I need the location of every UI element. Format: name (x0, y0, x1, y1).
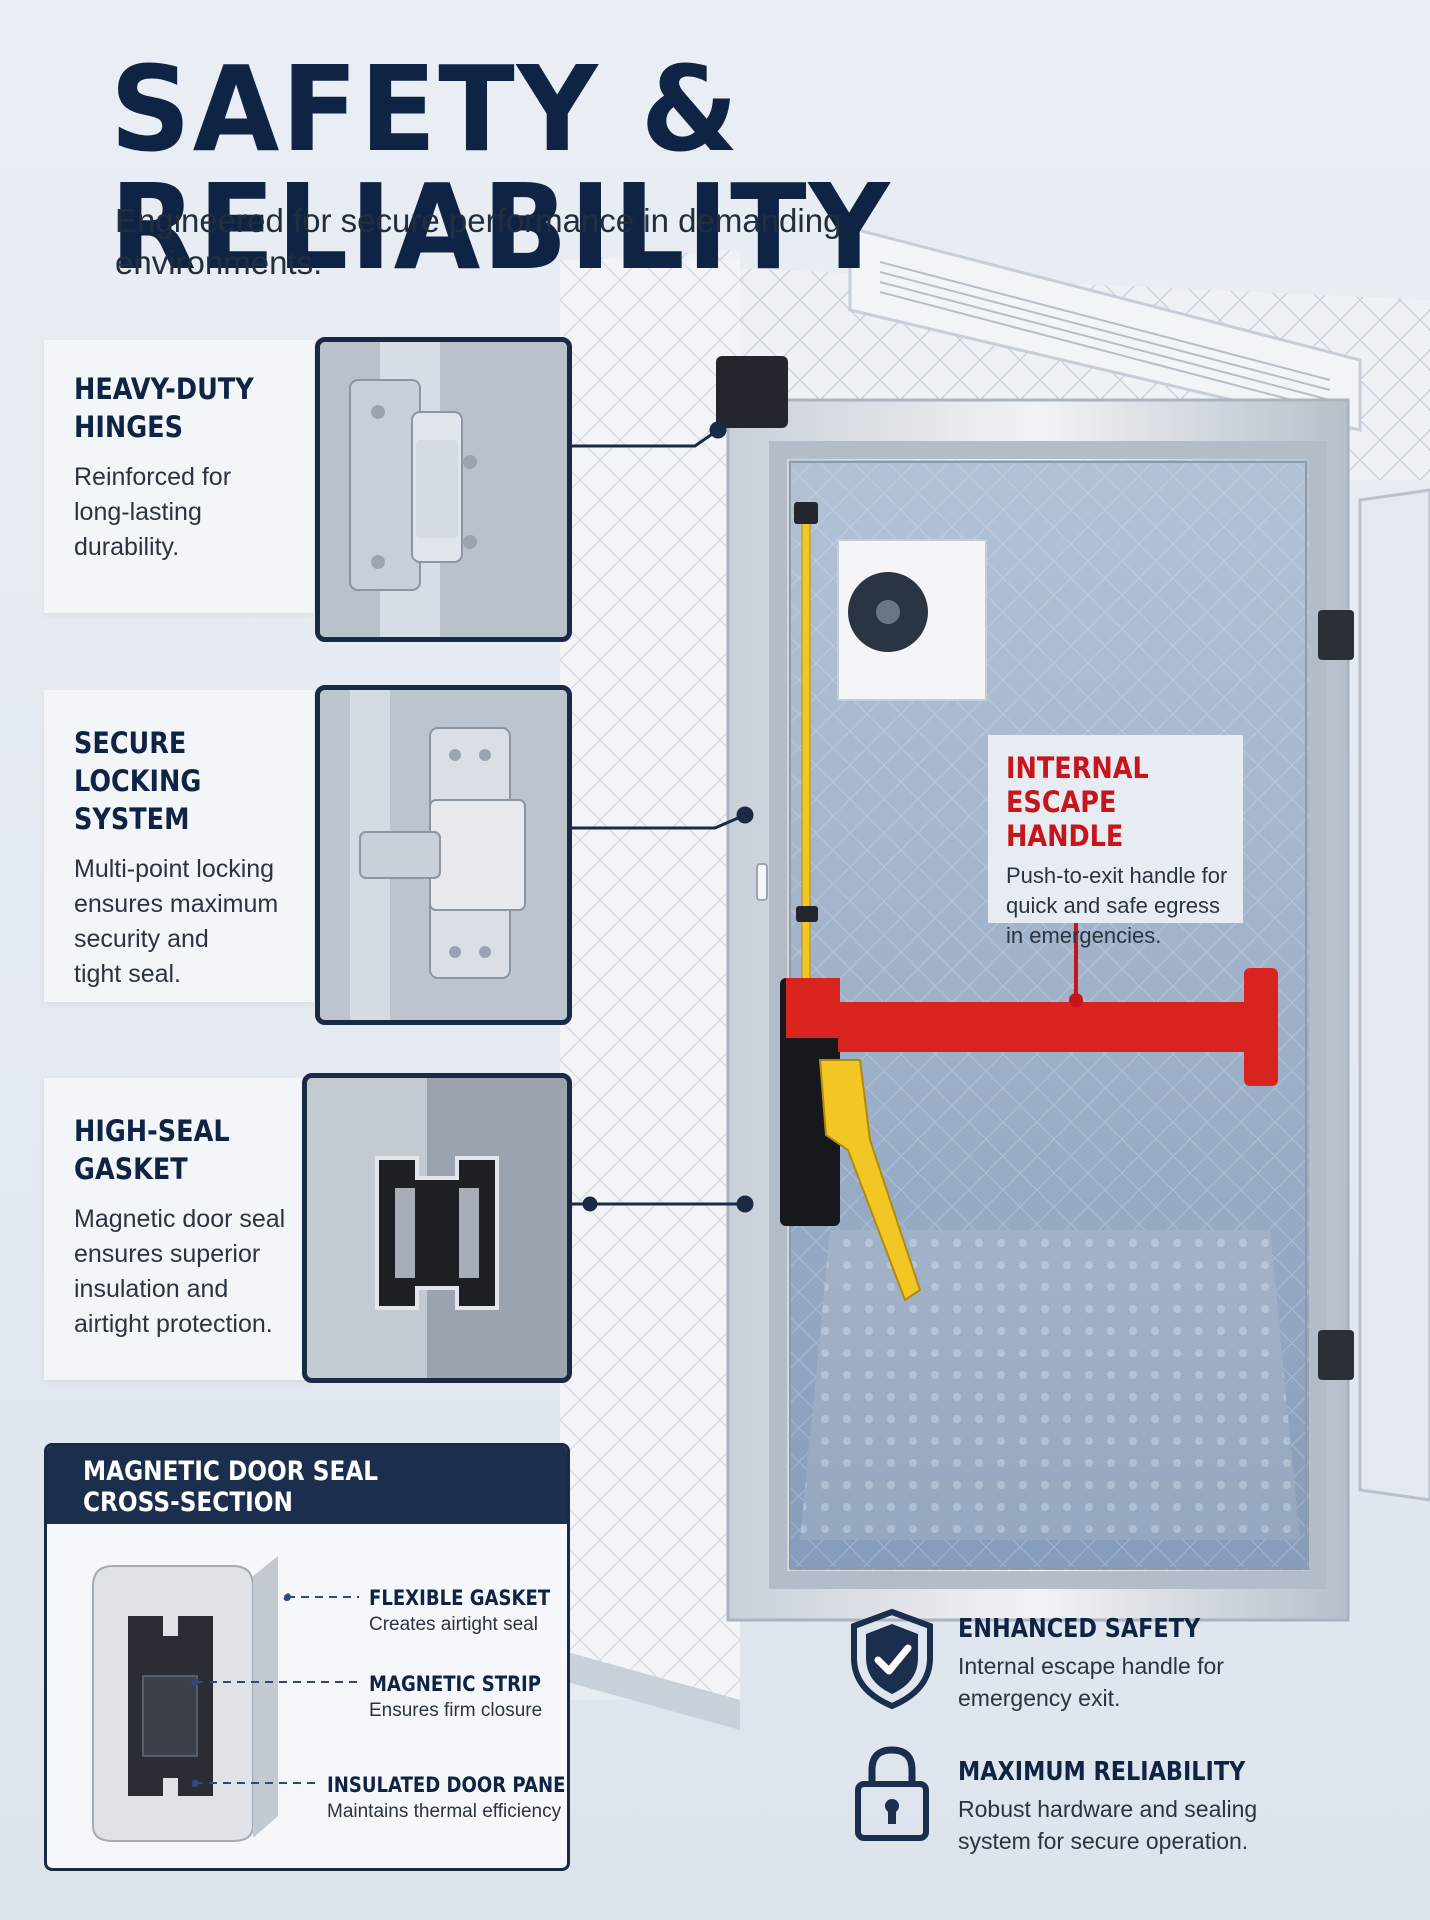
page-title: SAFETY & RELIABILITY (110, 40, 892, 296)
part-title-insulated-panel: INSULATED DOOR PANEL (327, 1773, 570, 1797)
air-curtain (848, 226, 1362, 432)
feature-title: HEAVY-DUTY HINGES (74, 372, 254, 444)
part-desc-magnetic-strip: Ensures firm closure (369, 1700, 543, 1721)
lock-closeup-image (315, 685, 572, 1025)
part-desc-flexible-gasket: Creates airtight seal (369, 1614, 538, 1635)
benefit-title-safety: ENHANCED SAFETY (958, 1614, 1201, 1644)
cross-section-header: MAGNETIC DOOR SEAL CROSS-SECTION (47, 1446, 567, 1524)
hinge-icon (320, 342, 567, 637)
feature-description: Magnetic door seal ensures superior insu… (74, 1205, 286, 1338)
cross-section-title: MAGNETIC DOOR SEAL CROSS-SECTION (83, 1456, 379, 1518)
feature-description: Multi-point locking ensures maximum secu… (74, 855, 279, 988)
benefit-title-reliability: MAXIMUM RELIABILITY (958, 1757, 1246, 1787)
escape-handle-title: INTERNAL ESCAPE HANDLE (1006, 751, 1149, 853)
feature-title: HIGH-SEAL GASKET (74, 1114, 230, 1186)
feature-card-hinges: HEAVY-DUTY HINGES Reinforced for long-la… (44, 340, 314, 613)
feature-card-locking: SECURE LOCKING SYSTEM Multi-point lockin… (44, 690, 314, 1002)
hinge-closeup-image (315, 337, 572, 642)
gasket-icon (307, 1078, 567, 1378)
feature-description: Reinforced for long-lasting durability. (74, 463, 232, 561)
part-title-flexible-gasket: FLEXIBLE GASKET (369, 1586, 551, 1610)
feature-title: SECURE LOCKING SYSTEM (74, 726, 202, 836)
shield-check-icon (851, 1608, 933, 1710)
cross-section-panel: MAGNETIC DOOR SEAL CROSS-SECTION FLEXIBL… (44, 1443, 570, 1871)
seal-cross-section-diagram (92, 1556, 278, 1842)
page-subtitle: Engineered for secure performance in dem… (115, 202, 842, 281)
benefit-desc-reliability: Robust hardware and sealing system for s… (958, 1796, 1258, 1854)
gasket-closeup-image (302, 1073, 572, 1383)
benefit-desc-safety: Internal escape handle for emergency exi… (958, 1653, 1224, 1711)
escape-handle-callout: INTERNAL ESCAPE HANDLE Push-to-exit hand… (988, 735, 1243, 948)
part-desc-insulated-panel: Maintains thermal efficiency (327, 1801, 562, 1822)
cross-section-leaders (191, 1593, 359, 1787)
feature-card-gasket: HIGH-SEAL GASKET Magnetic door seal ensu… (44, 1078, 314, 1380)
lock-latch-icon (320, 690, 567, 1020)
padlock-icon (855, 1746, 929, 1841)
part-title-magnetic-strip: MAGNETIC STRIP (369, 1672, 541, 1696)
escape-handle-description: Push-to-exit handle for quick and safe e… (1006, 863, 1228, 948)
